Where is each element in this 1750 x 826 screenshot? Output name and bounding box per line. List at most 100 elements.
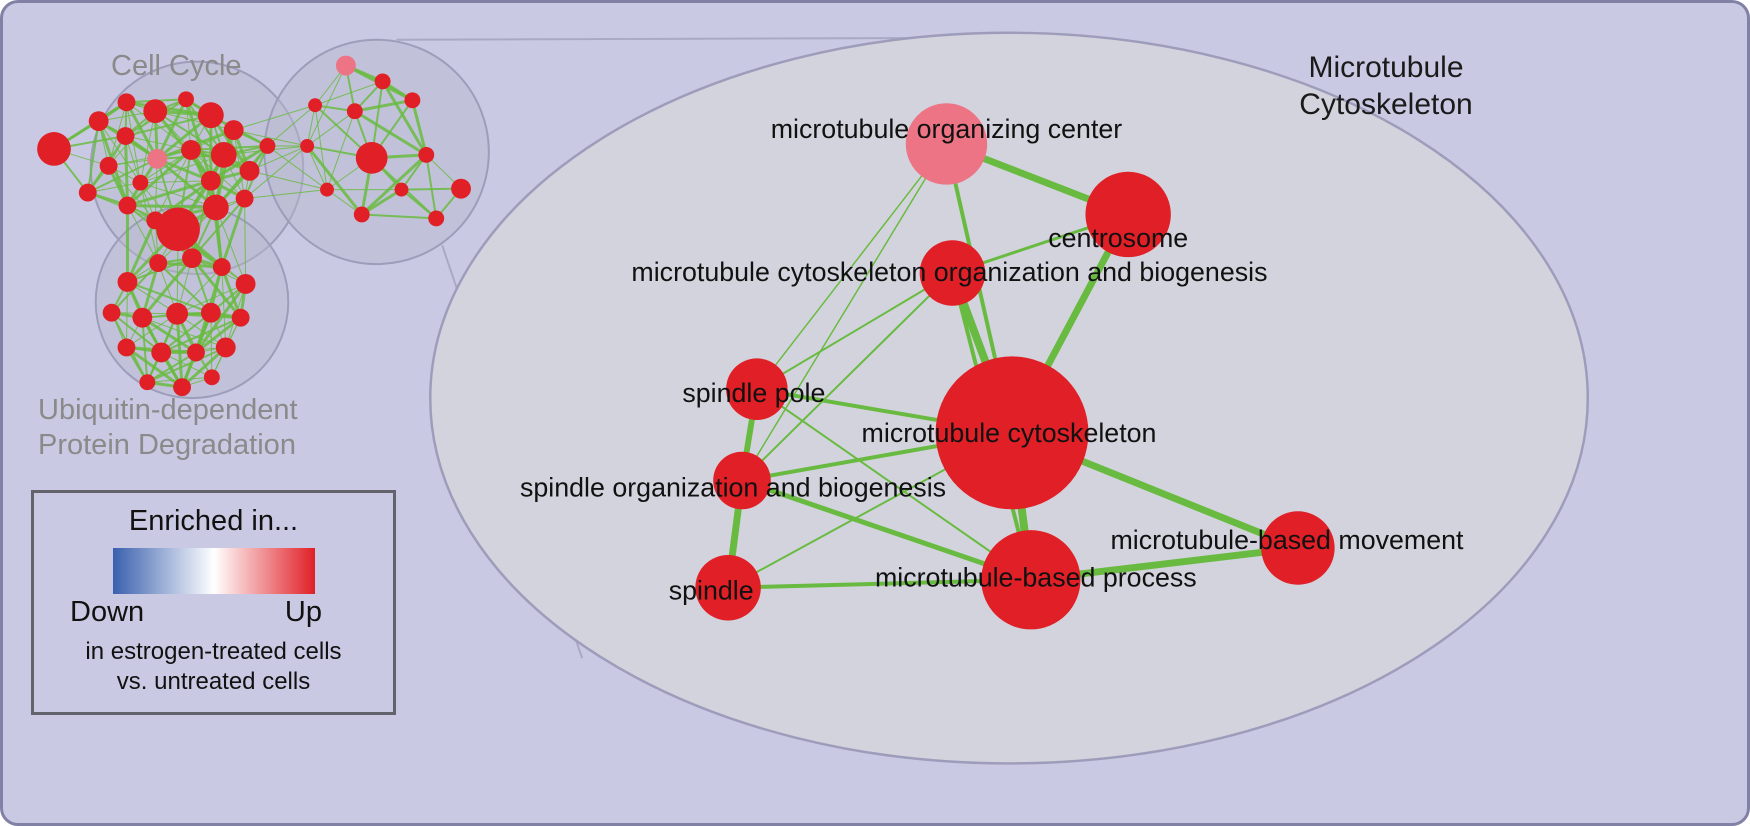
overview-edge — [354, 98, 413, 113]
overview-edge — [233, 129, 308, 147]
overview-node — [235, 274, 256, 294]
node-spindle — [695, 554, 761, 621]
overview-node — [200, 302, 221, 323]
overview-node — [117, 93, 136, 112]
legend-title: Enriched in... — [128, 505, 299, 537]
overview-edge — [108, 165, 156, 221]
node-centrosome — [1085, 171, 1171, 258]
overview-node — [355, 141, 388, 174]
node-sob — [713, 451, 771, 510]
overview-edge — [123, 135, 129, 206]
node-label-mbm: microtubule-based movement — [1110, 525, 1464, 555]
overview-node — [173, 378, 192, 397]
overview-edge — [221, 267, 227, 348]
legend-down-label: Down — [70, 596, 145, 628]
node-label-spindle: spindle — [669, 576, 754, 606]
overview-node — [451, 178, 471, 199]
overview-edge — [306, 65, 347, 147]
overview-node — [203, 369, 220, 386]
overview-edge — [157, 262, 212, 314]
overview-edge — [267, 104, 316, 147]
overview-node — [102, 303, 121, 322]
overview-node — [78, 183, 97, 202]
node-mc — [935, 356, 1089, 510]
overview-node — [99, 156, 118, 175]
overview-edge — [244, 189, 328, 200]
overview-edge — [215, 207, 247, 285]
overview-node — [116, 127, 135, 145]
overview-edge — [127, 179, 212, 207]
overview-edge — [354, 109, 428, 157]
overview-edge — [306, 145, 328, 190]
legend-subtitle-line2: vs. untreated cells — [116, 668, 311, 695]
overview-edge — [244, 198, 247, 284]
overview-edge — [125, 135, 192, 151]
overview-node — [132, 307, 153, 328]
node-label-centrosome: centrosome — [1048, 223, 1188, 253]
overview-edge — [314, 80, 383, 106]
node-label-spindle_pole: spindle pole — [682, 378, 825, 408]
node-label-mco: microtubule cytoskeleton organization an… — [631, 257, 1267, 287]
overview-node — [200, 170, 221, 191]
zoom-connector-line — [396, 36, 1000, 41]
overview-edge — [154, 158, 158, 221]
legend-gradient-bar — [112, 548, 315, 594]
overview-node — [374, 73, 391, 90]
node-spindle_pole — [726, 358, 788, 420]
overview-edge — [125, 114, 212, 137]
overview-edge — [305, 145, 363, 216]
legend-box: Enriched in... Down Up in estrogen-treat… — [31, 490, 396, 715]
edge-mbp-spindle — [728, 577, 1031, 590]
overview-node — [117, 338, 136, 357]
overview-node — [308, 98, 323, 113]
overview-edge — [244, 145, 308, 199]
overview-edge — [314, 105, 328, 190]
overview-node — [335, 55, 356, 76]
node-label-sob: spindle organization and biogenesis — [520, 472, 946, 502]
overview-edge — [361, 213, 437, 220]
node-mco — [919, 240, 986, 306]
overview-node — [231, 308, 250, 327]
overview-edge — [160, 311, 212, 354]
overview-edge — [233, 104, 316, 131]
overview-edge — [191, 180, 212, 259]
overview-edge — [210, 144, 269, 182]
node-moc — [905, 103, 988, 185]
overview-edge — [267, 145, 328, 191]
overview-edge — [140, 149, 192, 184]
overview-edge — [140, 180, 211, 184]
edge-moc-spindle_pole — [756, 143, 948, 390]
overview-node — [353, 206, 370, 223]
overview-edge — [140, 182, 216, 208]
overview-edge — [176, 283, 246, 315]
overview-node — [37, 132, 71, 166]
overview-edge — [110, 311, 162, 354]
overview-edge — [127, 281, 212, 314]
edge-moc-sob — [741, 143, 948, 481]
overview-edge — [381, 80, 428, 156]
overview-node — [212, 258, 231, 277]
overview-edge — [98, 120, 141, 183]
edge-mco-sob — [741, 272, 954, 482]
node-mbp — [981, 530, 1081, 630]
overview-node — [418, 146, 435, 163]
overview-node — [151, 342, 172, 363]
overview-edge — [140, 154, 224, 184]
overview-node — [139, 374, 156, 391]
overview-edge — [249, 170, 328, 191]
overview-node — [300, 139, 315, 153]
overview-edge — [195, 316, 242, 354]
overview-node — [88, 111, 109, 132]
overview-edge — [360, 153, 428, 216]
overview-edge — [155, 98, 188, 160]
overview-edge — [184, 98, 213, 182]
overview-node — [223, 120, 244, 140]
node-label-moc: microtubule organizing center — [771, 114, 1123, 144]
edge-spindle_pole-mbp — [756, 388, 1032, 581]
overview-node — [118, 196, 137, 215]
overview-node — [320, 182, 334, 197]
overview-edge — [127, 204, 216, 209]
overview-node — [394, 182, 409, 197]
edge-mco-spindle_pole — [756, 272, 953, 391]
